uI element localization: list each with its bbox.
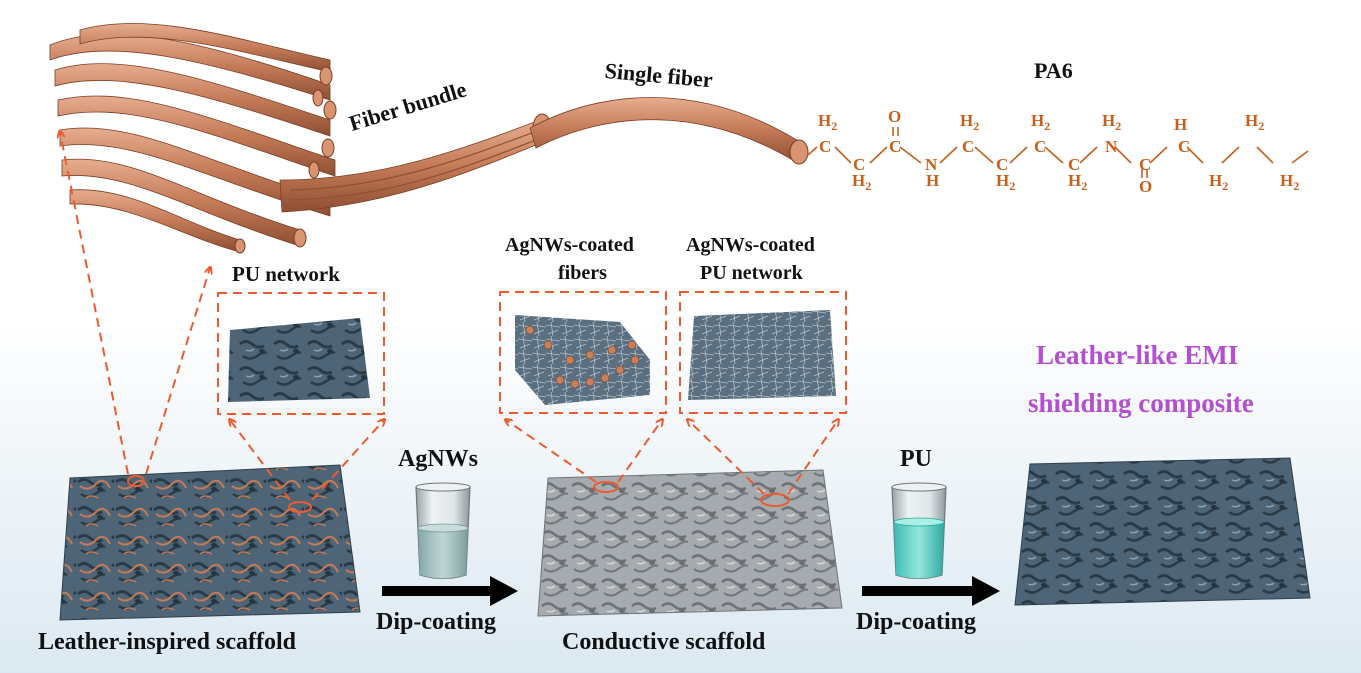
agnws-fibers-label-line2: fibers xyxy=(558,262,607,284)
main-atom-10: C xyxy=(1178,137,1191,156)
top-atom-5: H xyxy=(1174,115,1188,134)
agnws-fibers-box xyxy=(499,291,667,414)
agnws-step-label: AgNWs xyxy=(398,446,479,472)
dip-coating-label-1: Dip-coating xyxy=(376,609,496,635)
main-atom-1: C xyxy=(853,155,866,174)
main-atom-5: C xyxy=(996,155,1009,174)
marker-fiber xyxy=(127,475,145,487)
marker-pu xyxy=(288,501,312,513)
leather-scaffold-label: Leather-inspired scaffold xyxy=(38,629,296,655)
agnws-pu-label-line1: AgNWs-coated xyxy=(686,234,815,256)
fiber-bundle-illustration xyxy=(49,23,809,254)
agnws-pu-sample xyxy=(688,310,836,400)
pu-network-sample xyxy=(228,318,370,402)
beaker-pu xyxy=(891,482,947,580)
pu-network-label: PU network xyxy=(232,262,340,286)
main-atom-7: C xyxy=(1068,155,1081,174)
marker-coated-fiber xyxy=(593,481,619,493)
main-atom-6: C xyxy=(1034,137,1047,156)
bottom-atom-1: H xyxy=(926,171,940,190)
pu-network-box xyxy=(217,292,385,415)
main-atom-9: C xyxy=(1139,155,1152,174)
product-label-line2: shielding composite xyxy=(1028,388,1254,418)
main-atom-8: N xyxy=(1105,137,1118,156)
bottom-atom-2: H2 xyxy=(996,171,1016,193)
process-arrow-1 xyxy=(382,576,518,606)
agnws-pu-box xyxy=(679,291,847,414)
top-atom-0: H2 xyxy=(818,111,838,133)
pa6-bonds xyxy=(807,127,1309,178)
bottom-atom-3: H2 xyxy=(1068,171,1088,193)
process-arrow-2 xyxy=(862,576,1000,606)
agnws-fibers-sample xyxy=(515,315,650,405)
top-atom-3: H2 xyxy=(1031,111,1051,133)
product-label-line1: Leather-like EMI xyxy=(1036,340,1239,370)
bottom-atom-6: H2 xyxy=(1280,171,1300,193)
conductive-scaffold xyxy=(537,469,843,617)
main-atom-3: N xyxy=(925,155,938,174)
leather-inspired-scaffold xyxy=(59,464,361,621)
agnws-pu-label-line2: PU network xyxy=(700,262,803,284)
beaker-agnws xyxy=(415,482,471,580)
pu-step-label: PU xyxy=(900,446,932,472)
dip-coating-label-2: Dip-coating xyxy=(856,609,976,635)
bottom-atom-4: O xyxy=(1139,177,1153,196)
top-atom-4: H2 xyxy=(1102,111,1122,133)
top-atom-2: H2 xyxy=(960,111,980,133)
top-atom-6: H2 xyxy=(1245,111,1265,133)
emi-shielding-composite xyxy=(1014,457,1311,606)
bottom-atom-5: H2 xyxy=(1209,171,1229,193)
agnws-fibers-label-line1: AgNWs-coated xyxy=(505,234,634,256)
conductive-scaffold-label: Conductive scaffold xyxy=(562,629,766,655)
main-atom-2: C xyxy=(889,137,902,156)
pa6-label: PA6 xyxy=(1034,58,1073,83)
main-atom-4: C xyxy=(962,137,975,156)
main-atom-0: C xyxy=(819,137,832,156)
top-atom-1: O xyxy=(888,107,902,126)
marker-coated-pu xyxy=(760,493,790,507)
zoom-arrows xyxy=(60,132,838,501)
bottom-atom-0: H2 xyxy=(852,171,872,193)
